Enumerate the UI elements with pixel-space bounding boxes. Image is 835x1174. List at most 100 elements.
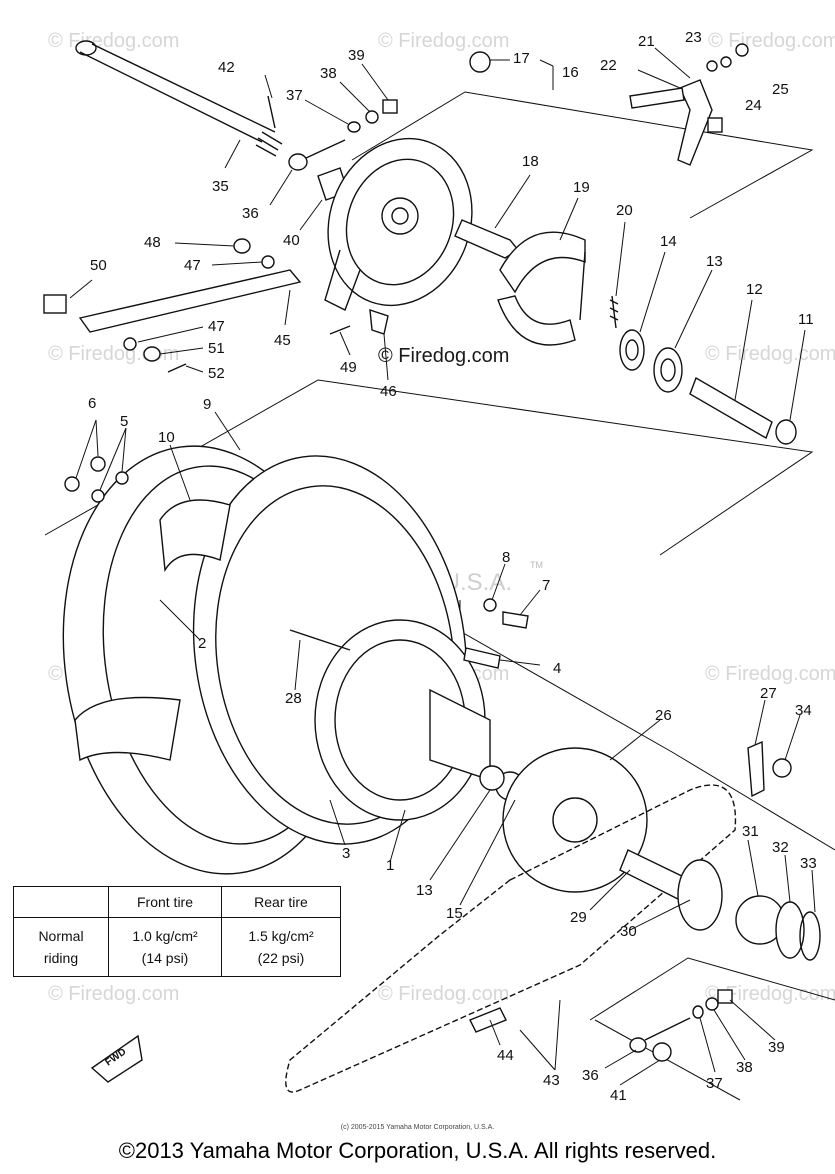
brake-plate-hub (381, 197, 419, 235)
watermark-bottom-center: © Firedog.com (378, 983, 509, 1005)
washer-5b (115, 471, 129, 485)
nut-6b (90, 456, 106, 472)
callout-24: 24 (745, 97, 762, 114)
watermark-top-right: © Firedog.com (708, 30, 835, 52)
nut-17 (469, 51, 491, 73)
cotter-pin-42 (267, 95, 276, 129)
callout-17: 17 (513, 50, 530, 67)
bearings (619, 329, 683, 393)
washer-5a (91, 489, 105, 503)
spacer-seal (689, 376, 797, 445)
bearing-13-hub (479, 765, 505, 791)
washer-36-low (629, 1037, 647, 1053)
callout-29: 29 (570, 909, 587, 926)
axle-hardware (288, 51, 491, 201)
nut-41 (652, 1042, 672, 1062)
tire-table-corner (13, 886, 109, 918)
washer-47-top (261, 255, 275, 269)
callout-38-top: 38 (320, 65, 337, 82)
callout-12: 12 (746, 281, 763, 298)
brake-cam-body (454, 219, 520, 259)
callout-27: 27 (760, 685, 777, 702)
bearing-13 (653, 347, 683, 393)
callout-40: 40 (283, 232, 300, 249)
bolt-7 (502, 611, 529, 629)
bolt-46 (369, 308, 389, 335)
tire-pressure-table: Front tire Rear tire Normal riding 1.0 k… (13, 886, 341, 977)
bearing-14-inner (625, 339, 639, 361)
brake-lever-21 (677, 79, 713, 166)
drive-chain (285, 784, 737, 1093)
callout-14: 14 (660, 233, 677, 250)
lower-hardware (629, 989, 733, 1062)
tension-bar-45 (78, 269, 302, 333)
nut-6a (64, 476, 80, 492)
callout-32: 32 (772, 839, 789, 856)
chain-43 (285, 784, 737, 1093)
callout-26: 26 (655, 707, 672, 724)
watermark-top-left: © Firedog.com (48, 30, 179, 52)
fwd-arrow-shape (90, 1034, 143, 1083)
copyright-small: (c) 2005-2015 Yamaha Motor Corporation, … (340, 1124, 495, 1131)
callout-22: 22 (600, 57, 617, 74)
callout-36-low: 36 (582, 1067, 599, 1084)
washer-47-low (123, 337, 137, 351)
callout-21: 21 (638, 33, 655, 50)
nuts-5-6 (64, 456, 129, 503)
watermark-bottom-left: © Firedog.com (48, 983, 179, 1005)
watermark-top-center: © Firedog.com (378, 30, 509, 52)
callout-11: 11 (798, 311, 814, 328)
tire-table-front-header: Front tire (108, 886, 222, 918)
lever-block (707, 117, 723, 133)
washer-36 (288, 153, 308, 171)
callout-13-hub: 13 (416, 882, 433, 899)
watermark-bottom-right: © Firedog.com (705, 983, 835, 1005)
callout-23: 23 (685, 29, 702, 46)
washer-8 (483, 598, 497, 612)
watermark-mid-center: © Firedog.com (378, 345, 509, 367)
front-sprocket (619, 740, 821, 961)
callout-10: 10 (158, 429, 175, 446)
tire-table-header: Front tire Rear tire (13, 886, 341, 918)
axle-thread (255, 131, 283, 157)
spacer-12 (689, 376, 773, 440)
cotter-52 (167, 363, 187, 373)
callout-41: 41 (610, 1087, 627, 1104)
brake-shoe-top (499, 231, 586, 294)
copyright: ©2013 Yamaha Motor Corporation, U.S.A. A… (118, 1138, 717, 1163)
hub-30 (677, 859, 723, 931)
nut-39-low (717, 989, 733, 1004)
brake-lever (629, 43, 749, 166)
watermark-mid-right: © Firedog.com (705, 343, 835, 365)
callout-3: 3 (342, 845, 350, 862)
nut-48 (233, 238, 251, 254)
callout-5a: 5 (120, 413, 128, 430)
washer-38 (365, 110, 379, 124)
callout-7: 7 (542, 577, 550, 594)
bearing-13-inner (660, 358, 676, 382)
bolt-shank (305, 139, 346, 159)
brake-plate-inner (345, 158, 455, 286)
callout-50: 50 (90, 257, 107, 274)
callout-47-low: 47 (208, 318, 225, 335)
bearing-14 (619, 329, 645, 371)
callout-1: 1 (386, 857, 394, 874)
master-link-44 (469, 1007, 507, 1033)
callout-19: 19 (573, 179, 590, 196)
hub-bolts (463, 598, 529, 669)
clip-33 (799, 911, 821, 961)
stud-28 (289, 629, 351, 651)
nut-34 (772, 758, 792, 778)
nut-25 (735, 43, 749, 57)
callout-31: 31 (742, 823, 759, 840)
brake-plate-arm (324, 249, 361, 311)
frame-sprocket-bolt-low (594, 1019, 741, 1101)
callout-37-top: 37 (286, 87, 303, 104)
callout-15: 15 (446, 905, 463, 922)
bolt-4 (463, 647, 501, 669)
callout-34: 34 (795, 702, 812, 719)
callout-39-low: 39 (768, 1039, 785, 1056)
callout-16: 16 (562, 64, 579, 81)
bolt-22 (629, 87, 685, 109)
frame-hub-line (457, 629, 835, 851)
